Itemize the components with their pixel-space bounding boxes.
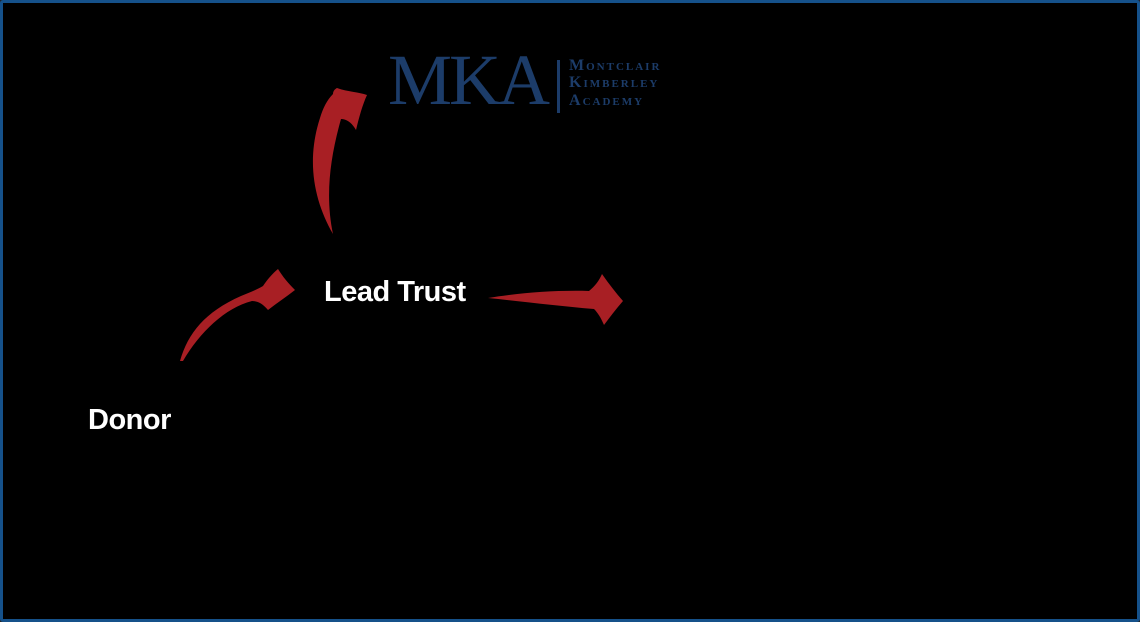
wordmark-line-kimberley: Kimberley	[569, 74, 660, 92]
flow-arrows	[180, 88, 623, 361]
wordmark-line-montclair: Montclair	[569, 57, 662, 74]
mka-logo-monogram: MKA	[388, 40, 550, 120]
lead-trust-label: Lead Trust	[324, 276, 466, 308]
logo-divider	[557, 60, 561, 113]
arrow-lead-trust-to-mka-icon	[312, 88, 367, 234]
mka-logo: MKA Montclair Kimberley Academy	[388, 44, 661, 116]
donor-label: Donor	[88, 404, 171, 436]
arrow-lead-trust-outflow-icon	[488, 274, 623, 325]
arrow-donor-to-lead-trust-icon	[180, 269, 295, 361]
wordmark-line-academy: Academy	[569, 91, 645, 109]
mka-logo-wordmark: Montclair Kimberley Academy	[569, 57, 661, 109]
